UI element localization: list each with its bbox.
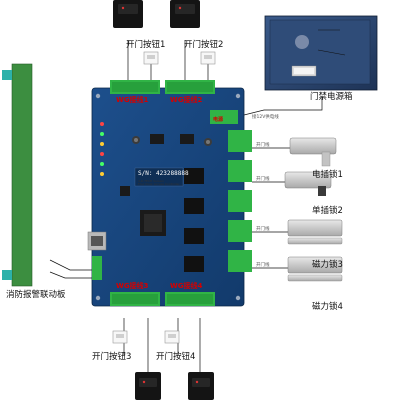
label-fire-alarm-board: 消防报警联动板 (6, 290, 66, 300)
connection-lines (49, 40, 323, 375)
left-terminal (92, 256, 102, 280)
label-exit-button-3: 开门按钮3 (92, 352, 132, 362)
electric-strike-lock-2 (284, 171, 332, 196)
board-serial-number: S/N: 423288888 (138, 170, 189, 177)
wire-tag-lock-3: 开门线 (256, 227, 270, 232)
right-terminals (228, 130, 252, 272)
electric-bolt-lock-1 (289, 137, 337, 167)
card-reader-4 (188, 372, 214, 400)
label-lock-4: 磁力锁4 (312, 302, 343, 312)
label-lock-2: 单插锁2 (312, 206, 343, 216)
magnetic-lock-4 (287, 256, 343, 282)
controller-board (87, 87, 245, 307)
card-reader-2 (170, 0, 200, 28)
board-module-line1: 4-D-TECH Version (138, 179, 165, 183)
board-label-wg4: WG接线4 (170, 282, 203, 290)
board-module-line2: Four Door Access Controller (138, 182, 180, 186)
card-reader-1 (113, 0, 143, 28)
wire-tag-lock-4: 开门线 (256, 263, 270, 268)
label-power-box: 门禁电源箱 (310, 92, 353, 102)
exit-button-3-device (112, 330, 128, 344)
fire-alarm-board (2, 63, 33, 287)
power-supply-box (264, 15, 378, 91)
wire-tag-lock-1: 开门线 (256, 143, 270, 148)
board-label-wg3: WG接线3 (116, 282, 149, 290)
exit-button-1-device (143, 51, 159, 65)
board-label-wg2: WG接线2 (170, 96, 203, 104)
terminal-wg2 (165, 80, 215, 94)
wire-tag-lock-2: 开门线 (256, 177, 270, 182)
card-reader-3 (135, 372, 161, 400)
label-lock-3: 磁力锁3 (312, 260, 343, 270)
board-label-wg1: WG接线1 (116, 96, 149, 104)
label-power-input: 接12V供电线 (252, 115, 279, 120)
terminal-wg3 (110, 292, 160, 306)
exit-button-2-device (200, 51, 216, 65)
terminal-power (210, 110, 238, 124)
magnetic-lock-3 (287, 219, 343, 245)
board-label-power: 电源 (213, 117, 224, 123)
label-lock-1: 电插锁1 (312, 170, 343, 180)
terminal-wg1 (110, 80, 160, 94)
exit-button-4-device (164, 330, 180, 344)
terminal-wg4 (165, 292, 215, 306)
label-exit-button-1: 开门按钮1 (126, 40, 166, 50)
label-exit-button-4: 开门按钮4 (156, 352, 196, 362)
label-exit-button-2: 开门按钮2 (184, 40, 224, 50)
